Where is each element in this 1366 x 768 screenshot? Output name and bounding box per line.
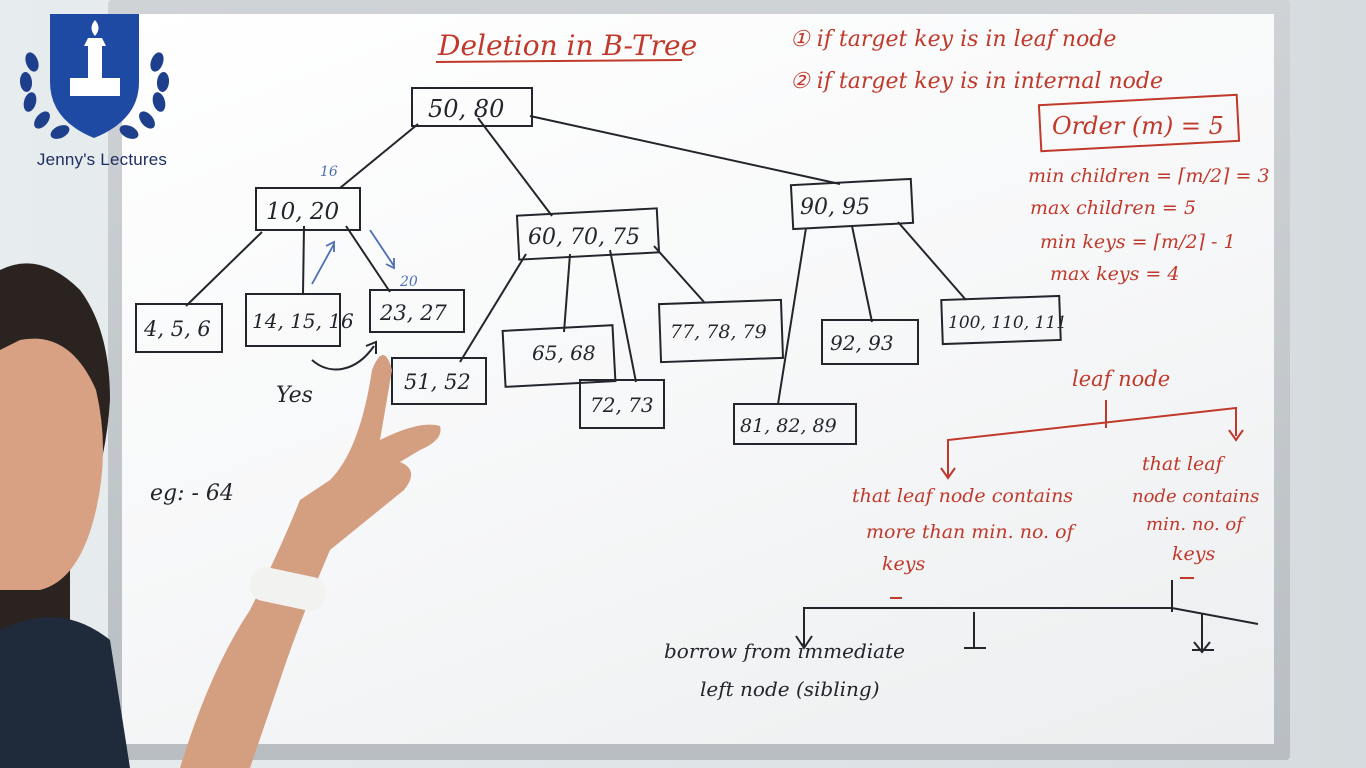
node-leaf-9 (821, 319, 919, 365)
node-leaf-2 (245, 293, 341, 347)
node-leaf-6-keys: 72, 73 (590, 393, 654, 417)
bottom-branch-lines (795, 580, 1259, 654)
node-leaf-3 (369, 289, 465, 333)
node-leaf-1 (135, 303, 223, 353)
leaf-case-left-line1: that leaf node contains (852, 485, 1073, 507)
node-internal-1-keys: 10, 20 (266, 199, 339, 225)
board-title: Deletion in B-Tree (437, 29, 697, 62)
leaf-case-right-line1: that leaf (1142, 453, 1226, 475)
leaf-case-right-line3: min. no. of (1146, 514, 1246, 535)
case-2: ② if target key is in internal node (790, 69, 1163, 94)
leaf-case-right-line4: keys (1172, 543, 1215, 565)
channel-logo: Jenny's Lectures (12, 12, 177, 182)
order-box (1037, 93, 1241, 153)
node-internal-2 (515, 207, 661, 261)
node-root-keys: 50, 80 (428, 95, 504, 123)
annotation-example: eg: - 64 (150, 481, 234, 506)
node-leaf-7 (657, 298, 785, 364)
annotation-16: 16 (320, 164, 338, 180)
annotation-20: 20 (399, 274, 418, 290)
node-leaf-10-keys: 100, 110, 111 (948, 313, 1067, 333)
presenter-silhouette (0, 263, 441, 768)
borrow-line2: left node (sibling) (700, 677, 880, 701)
annotation-yes: Yes (276, 383, 313, 408)
leaf-case-left-line3: keys (882, 553, 925, 575)
node-leaf-4 (391, 357, 487, 405)
node-leaf-8 (733, 403, 857, 445)
node-internal-1 (255, 187, 361, 231)
leaf-case-left-line2: more than min. no. of (866, 521, 1077, 543)
node-leaf-10 (940, 294, 1062, 346)
node-leaf-6 (579, 379, 665, 429)
node-leaf-1-keys: 4, 5, 6 (143, 317, 211, 341)
node-leaf-9-keys: 92, 93 (830, 331, 894, 355)
node-internal-3 (789, 177, 915, 231)
node-leaf-4-keys: 51, 52 (404, 370, 471, 394)
rule-min-children: min children = ⌈m/2⌉ = 3 (1028, 165, 1270, 187)
borrow-line1: borrow from immediate (664, 639, 905, 663)
laurel-shield-icon (19, 14, 170, 139)
leaf-branch-lines (890, 400, 1244, 599)
node-leaf-5 (501, 324, 617, 388)
rule-max-keys: max keys = 4 (1050, 263, 1179, 285)
case-1: ① if target key is in leaf node (790, 27, 1116, 52)
node-internal-2-keys: 60, 70, 75 (528, 225, 640, 250)
rule-max-children: max children = 5 (1030, 197, 1196, 219)
whiteboard (122, 14, 1274, 744)
node-leaf-2-keys: 14, 15, 16 (252, 309, 354, 333)
node-internal-3-keys: 90, 95 (800, 195, 870, 220)
rule-min-keys: min keys = ⌈m/2⌉ - 1 (1040, 231, 1236, 253)
node-leaf-5-keys: 65, 68 (532, 341, 596, 365)
yes-arrow (311, 340, 377, 371)
tree-edges (185, 115, 967, 405)
node-leaf-8-keys: 81, 82, 89 (740, 415, 837, 437)
borrow-arrows (311, 229, 395, 285)
logo-name: Jenny's Lectures (36, 150, 168, 169)
node-root (411, 87, 533, 127)
node-leaf-7-keys: 77, 78, 79 (670, 321, 767, 343)
order-label: Order (m) = 5 (1052, 112, 1224, 140)
node-leaf-3-keys: 23, 27 (379, 301, 447, 325)
leaf-case-right-line2: node contains (1132, 486, 1259, 507)
leaf-node-heading: leaf node (1072, 367, 1170, 391)
